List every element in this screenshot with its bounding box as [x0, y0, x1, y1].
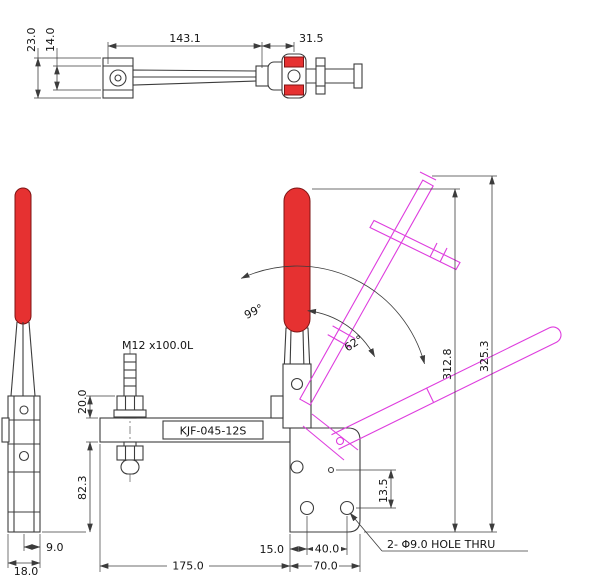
hold-down-bolt	[315, 57, 326, 95]
handle-side	[14, 187, 32, 325]
mounting-hole	[339, 500, 355, 516]
dim-max-height: 325.3	[478, 341, 491, 373]
pivot-hole	[290, 377, 304, 391]
dim-arm-length: 143.1	[169, 32, 201, 45]
dim-side-half: 9.0	[46, 541, 64, 554]
dim-hole-pitch: 40.0	[315, 543, 340, 556]
clamp-body	[282, 363, 312, 429]
dim-bar-length: 175.0	[172, 560, 204, 573]
dim-body-height: 82.3	[76, 476, 89, 501]
hole-note: 2- Φ9.0 HOLE THRU	[387, 538, 495, 551]
dim-open-height: 312.8	[441, 349, 454, 381]
spindle-foot	[120, 459, 140, 475]
dim-side-width: 18.0	[14, 565, 39, 578]
dim-overall-height: 23.0	[25, 28, 38, 53]
handle-grip-band	[284, 84, 304, 96]
handle-grip-band	[284, 56, 304, 68]
dim-spindle-stickout: 20.0	[76, 390, 89, 415]
dim-head-offset: 31.5	[299, 32, 324, 45]
handle-vertical	[283, 187, 311, 333]
model-label-box	[162, 420, 264, 440]
hex-nut	[116, 445, 144, 461]
front-view: KJF-045-12S M12 x100.0L	[42, 171, 562, 573]
hex-nut	[116, 395, 144, 411]
angle-arm-open: 62°	[342, 333, 365, 355]
phantom-positions	[299, 171, 562, 461]
angle-handle-travel: 99°	[242, 302, 265, 322]
spindle-label: M12 x100.0L	[122, 339, 194, 352]
mounting-hole	[299, 500, 315, 516]
side-view: 9.0 18.0	[1, 187, 64, 578]
dim-plate-width: 70.0	[313, 560, 338, 573]
dim-hole-to-edge: 13.5	[377, 479, 390, 504]
top-view: 143.1 31.5 23.0 14.0	[25, 28, 363, 99]
dim-inner-height: 14.0	[44, 28, 57, 53]
body-side	[7, 395, 41, 533]
model-label: KJF-045-12S	[180, 425, 247, 438]
dim-hole-inset: 15.0	[260, 543, 285, 556]
